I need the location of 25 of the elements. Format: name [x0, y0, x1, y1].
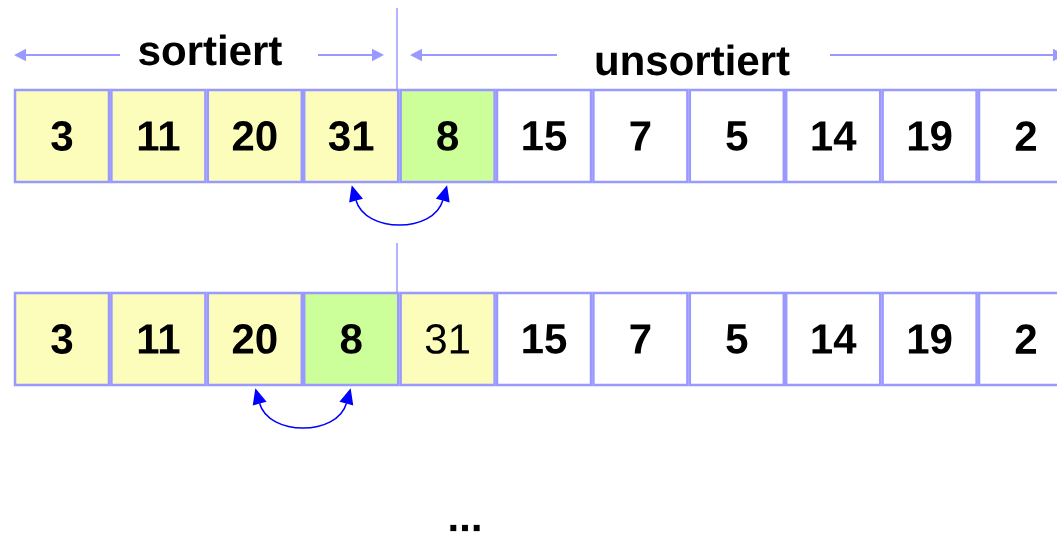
array-cell: 20: [206, 291, 304, 387]
array-cell: 7: [592, 291, 689, 387]
array-cell: 31: [399, 291, 496, 387]
array-cell: 14: [784, 88, 882, 184]
array-cell: 5: [688, 291, 786, 387]
array-cell: 5: [688, 88, 786, 184]
array-cell: 7: [592, 88, 689, 184]
array-cell: 3: [13, 291, 111, 387]
array-cell: 15: [495, 88, 593, 184]
array-cell: 3: [13, 88, 111, 184]
section-label: sortiert: [139, 34, 282, 66]
array-cell: 14: [784, 291, 882, 387]
array-cell: 2: [977, 88, 1057, 184]
array-cell: 20: [206, 88, 304, 184]
array-cell: 19: [881, 291, 978, 387]
array-cell: 11: [110, 291, 207, 387]
array-cell: 31: [302, 88, 400, 184]
section-label: unsortiert: [596, 44, 790, 76]
array-cell: 11: [110, 88, 207, 184]
array-cell: 8: [302, 291, 400, 387]
section-label: ...: [450, 524, 480, 532]
array-cell: 19: [881, 88, 978, 184]
array-cell: 2: [977, 291, 1057, 387]
array-cell: 15: [495, 291, 593, 387]
array-cell: 8: [399, 88, 496, 184]
